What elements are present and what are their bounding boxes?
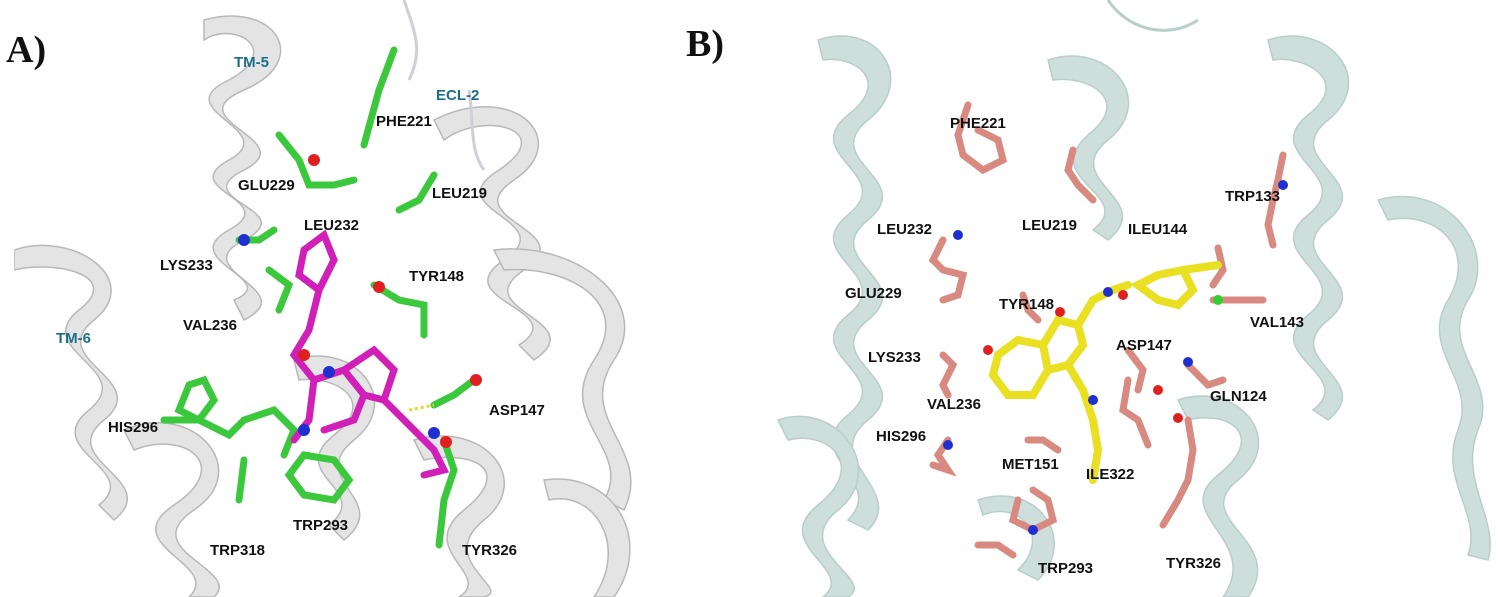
residue-label-his296: HIS296 — [876, 428, 926, 445]
h-bond-dashes — [408, 403, 435, 412]
panel-a-structure: TM-5 ECL-2 TM-6 PHE221 GLU229 LEU219 LEU… — [14, 0, 632, 597]
region-label-tm5: TM-5 — [234, 54, 269, 71]
residue-label-trp133: TRP133 — [1225, 188, 1280, 205]
panel-a: TM-5 ECL-2 TM-6 PHE221 GLU229 LEU219 LEU… — [14, 0, 656, 597]
residue-label-asp147: ASP147 — [1116, 337, 1172, 354]
residue-label-glu229: GLU229 — [845, 285, 902, 302]
residue-label-leu219: LEU219 — [432, 185, 487, 202]
region-label-tm6: TM-6 — [56, 330, 91, 347]
panel-a-ribbons — [14, 15, 632, 597]
panel-b: PHE221 TRP133 LEU232 LEU219 ILEU144 GLU2… — [748, 0, 1500, 597]
residue-label-phe221: PHE221 — [376, 113, 432, 130]
residue-label-leu219: LEU219 — [1022, 217, 1077, 234]
panel-b-structure: PHE221 TRP133 LEU232 LEU219 ILEU144 GLU2… — [776, 0, 1491, 597]
residue-label-ile322: ILE322 — [1086, 466, 1134, 483]
residue-label-gln124: GLN124 — [1210, 388, 1267, 405]
panel-a-heteroatoms — [238, 154, 482, 448]
panel-b-letter: B) — [686, 23, 724, 65]
panel-a-residue-sticks — [160, 46, 478, 549]
residue-label-trp293: TRP293 — [293, 517, 348, 534]
residue-label-lys233: LYS233 — [868, 349, 921, 366]
residue-label-val143: VAL143 — [1250, 314, 1304, 331]
residue-label-ileu144: ILEU144 — [1128, 221, 1188, 238]
ecl2-loop — [402, 0, 419, 81]
panel-b-residue-sticks — [928, 101, 1287, 559]
panel-b-ribbons — [776, 0, 1491, 597]
residue-label-tyr326: TYR326 — [462, 542, 517, 559]
residue-label-trp293: TRP293 — [1038, 560, 1093, 577]
residue-label-tyr326: TYR326 — [1166, 555, 1221, 572]
residue-label-tyr148: TYR148 — [999, 296, 1054, 313]
panel-b-heteroatoms — [943, 180, 1288, 535]
residue-label-glu229: GLU229 — [238, 177, 295, 194]
residue-label-trp318: TRP318 — [210, 542, 265, 559]
residue-label-leu232: LEU232 — [304, 217, 359, 234]
residue-label-leu232: LEU232 — [877, 221, 932, 238]
residue-label-asp147: ASP147 — [489, 402, 545, 419]
residue-label-val236: VAL236 — [927, 396, 981, 413]
residue-label-phe221: PHE221 — [950, 115, 1006, 132]
region-label-ecl2: ECL-2 — [436, 87, 479, 104]
residue-label-met151: MET151 — [1002, 456, 1059, 473]
ecl2-loop-2 — [467, 89, 486, 171]
residue-label-val236: VAL236 — [183, 317, 237, 334]
residue-label-tyr148: TYR148 — [409, 268, 464, 285]
residue-label-lys233: LYS233 — [160, 257, 213, 274]
panel-b-ligand — [988, 261, 1222, 484]
residue-label-his296: HIS296 — [108, 419, 158, 436]
panel-a-letter: A) — [6, 29, 47, 71]
